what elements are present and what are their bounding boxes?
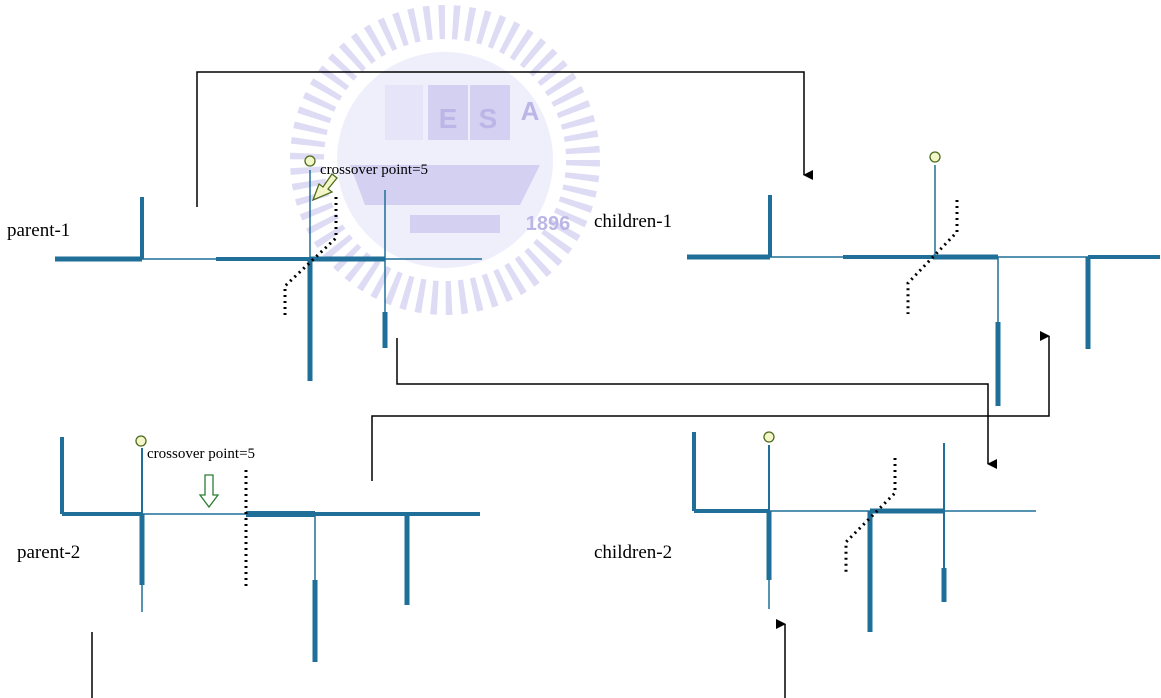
seal-letter-e: E: [439, 103, 458, 134]
parent-1-label: parent-1: [7, 220, 70, 241]
root-marker-parent-1: [305, 156, 315, 166]
root-marker-parent-2: [136, 436, 146, 446]
seal-letter-a: A: [521, 96, 540, 126]
seal-year: 1896: [526, 213, 571, 235]
children-1-label: children-1: [594, 211, 672, 232]
children-2-tree: [694, 432, 1036, 632]
parent-2-tree: [62, 437, 480, 662]
parent-2-label: parent-2: [17, 542, 80, 563]
crossover-pointer-arrow-2: [200, 475, 218, 507]
crossover-point-label-2: crossover point=5: [147, 446, 255, 462]
children-2-label: children-2: [594, 542, 672, 563]
root-marker-children-1: [930, 152, 940, 162]
seal-letter-s: S: [479, 103, 498, 134]
crossover-point-label-1: crossover point=5: [320, 162, 428, 178]
root-marker-children-2: [764, 432, 774, 442]
children-1-tree: [687, 165, 1160, 406]
arrow-parent-2-subtree-to-children-1: [372, 336, 1049, 481]
